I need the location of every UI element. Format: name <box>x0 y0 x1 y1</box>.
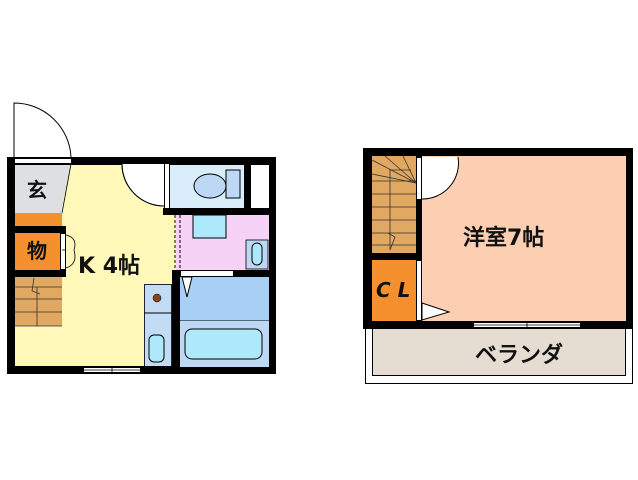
closet-room <box>372 260 416 321</box>
genkan-area <box>14 164 71 213</box>
storage-room <box>14 233 62 270</box>
closet-door-sill <box>416 260 422 321</box>
stair-door-sill <box>416 157 422 200</box>
wall-storage-top <box>14 226 66 233</box>
floor-plan-1f: 玄 物 K 4帖 <box>0 0 290 400</box>
wall-top-2f <box>363 148 633 156</box>
wall-left-1f <box>7 157 15 373</box>
floor-plan-2f: 洋室7帖 C L ベランダ <box>363 148 633 384</box>
wall-bath-left <box>172 270 180 370</box>
wall-stairs-right <box>416 155 422 321</box>
wall-left-2f <box>363 148 372 329</box>
veranda-label: ベランダ <box>475 343 564 368</box>
stairs-1f <box>14 276 62 326</box>
kitchen-label: K 4帖 <box>78 254 141 279</box>
wall-right-2f <box>626 148 633 329</box>
genkan-step <box>14 213 62 226</box>
wall-right-1f <box>269 157 276 373</box>
fixtures-1f <box>13 102 269 373</box>
genkan-label: 玄 <box>27 178 47 202</box>
storage-door-frame <box>60 233 66 270</box>
closet-label: C L <box>376 278 411 302</box>
bath-door-sill <box>180 270 234 277</box>
western-room <box>420 155 626 321</box>
western-room-label: 洋室7帖 <box>463 226 545 251</box>
wall-bottom-1f <box>7 366 276 374</box>
entrance-door-sill <box>14 158 72 164</box>
wall-stairs-closet <box>372 253 420 260</box>
wall-top-1f <box>7 157 276 165</box>
veranda-floor <box>372 329 626 376</box>
wall-storage-bottom <box>14 270 66 277</box>
fixtures-2f <box>371 155 580 328</box>
wall-bath-top <box>234 270 276 277</box>
storage-label: 物 <box>27 239 47 263</box>
wall-toilet-bottom <box>163 208 276 215</box>
wall-toilet-right <box>244 164 251 208</box>
toilet-door-sill <box>164 163 170 209</box>
